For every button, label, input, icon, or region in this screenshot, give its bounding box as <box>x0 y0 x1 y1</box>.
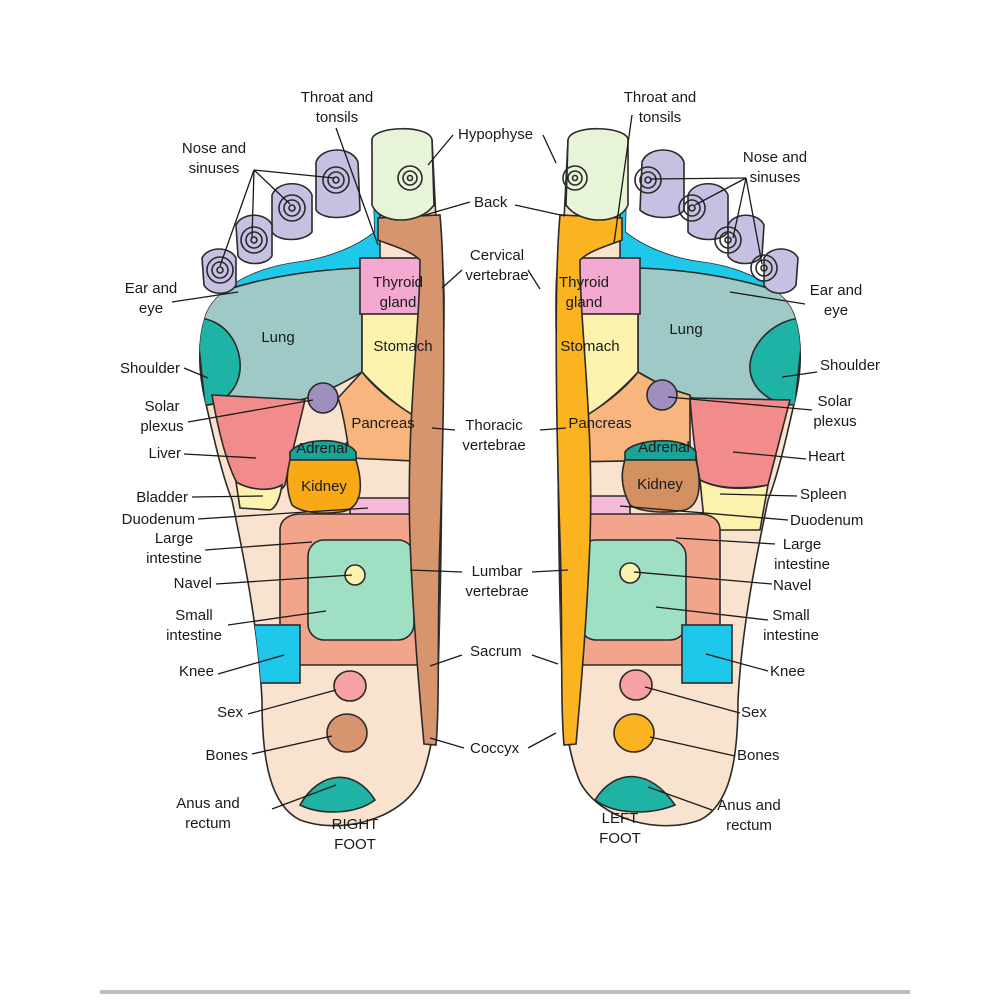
right-spiral-3 <box>278 194 306 222</box>
label-left-shoulder: Shoulder <box>820 357 880 374</box>
right-anus-zone <box>298 776 377 813</box>
right-adrenal-zone <box>289 439 357 461</box>
left-toe-3 <box>687 182 729 241</box>
right-spine <box>377 214 445 746</box>
right-sex-zone <box>333 670 367 702</box>
left-spine <box>555 214 623 746</box>
right-solar-plexus-zone <box>307 382 339 414</box>
right-spiral-5 <box>206 256 234 284</box>
left-sex-zone <box>619 669 653 701</box>
left-spiral-5 <box>750 254 778 282</box>
organ-left-kidney: Kidney <box>637 476 683 493</box>
left-spiral-3 <box>678 194 706 222</box>
label-left-knee: Knee <box>770 663 805 680</box>
right-toe-4 <box>235 214 273 265</box>
left-anus-zone <box>593 775 677 813</box>
label-right-shoulder: Shoulder <box>120 360 180 377</box>
organ-right-kidney: Kidney <box>301 478 347 495</box>
left-foot <box>555 127 802 827</box>
organ-left-lung: Lung <box>669 321 702 338</box>
label-hypophyse: Hypophyse <box>458 126 533 143</box>
right-hypophyse-spiral <box>397 165 423 191</box>
right-sinus-spirals <box>206 165 423 284</box>
label-right-navel: Navel <box>174 575 212 592</box>
organ-right-lung: Lung <box>261 329 294 346</box>
left-small-intestine-zone <box>579 539 687 641</box>
label-heart: Heart <box>808 448 846 465</box>
label-right-bones: Bones <box>205 747 248 764</box>
organ-left-adrenal: Adrenal <box>638 439 690 456</box>
label-left-duodenum: Duodenum <box>790 512 863 529</box>
organ-left-stomach: Stomach <box>560 338 619 355</box>
label-coccyx: Coccyx <box>470 740 520 757</box>
label-right-sex: Sex <box>217 704 243 721</box>
label-spleen: Spleen <box>800 486 847 503</box>
left-toe-2 <box>639 149 685 219</box>
left-toes <box>565 127 799 295</box>
left-navel-zone <box>619 562 641 584</box>
right-big-toe <box>371 127 435 221</box>
right-small-intestine-zone <box>307 539 415 641</box>
leader-lines <box>171 114 818 811</box>
organ-left-pancreas: Pancreas <box>568 415 631 432</box>
left-hypophyse-spiral <box>562 165 588 191</box>
organ-right-pancreas: Pancreas <box>351 415 414 432</box>
organ-right-adrenal: Adrenal <box>296 440 348 457</box>
left-solar-plexus-zone <box>646 379 678 411</box>
label-sacrum: Sacrum <box>470 643 522 660</box>
right-spiral-2 <box>322 166 350 194</box>
left-bones-zone <box>613 713 655 753</box>
right-spiral-4 <box>240 226 268 254</box>
label-back: Back <box>474 194 508 211</box>
poster-edge-shadow <box>100 990 910 994</box>
right-toe-2 <box>315 149 361 219</box>
label-left-navel: Navel <box>773 577 811 594</box>
label-left-bones: Bones <box>737 747 780 764</box>
left-spiral-2 <box>634 166 662 194</box>
left-kidney-zone <box>621 459 700 513</box>
left-sinus-spirals <box>562 165 778 282</box>
label-bladder: Bladder <box>136 489 188 506</box>
left-spiral-4 <box>714 226 742 254</box>
label-right-duodenum: Duodenum <box>122 511 195 528</box>
organ-right-stomach: Stomach <box>373 338 432 355</box>
right-foot <box>198 127 445 827</box>
label-right-knee: Knee <box>179 663 214 680</box>
label-left-sex: Sex <box>741 704 767 721</box>
left-toe-5 <box>763 248 799 295</box>
right-kidney-zone <box>286 459 362 514</box>
right-bones-zone <box>326 713 368 753</box>
left-adrenal-zone <box>624 439 697 461</box>
label-liver: Liver <box>148 445 181 462</box>
